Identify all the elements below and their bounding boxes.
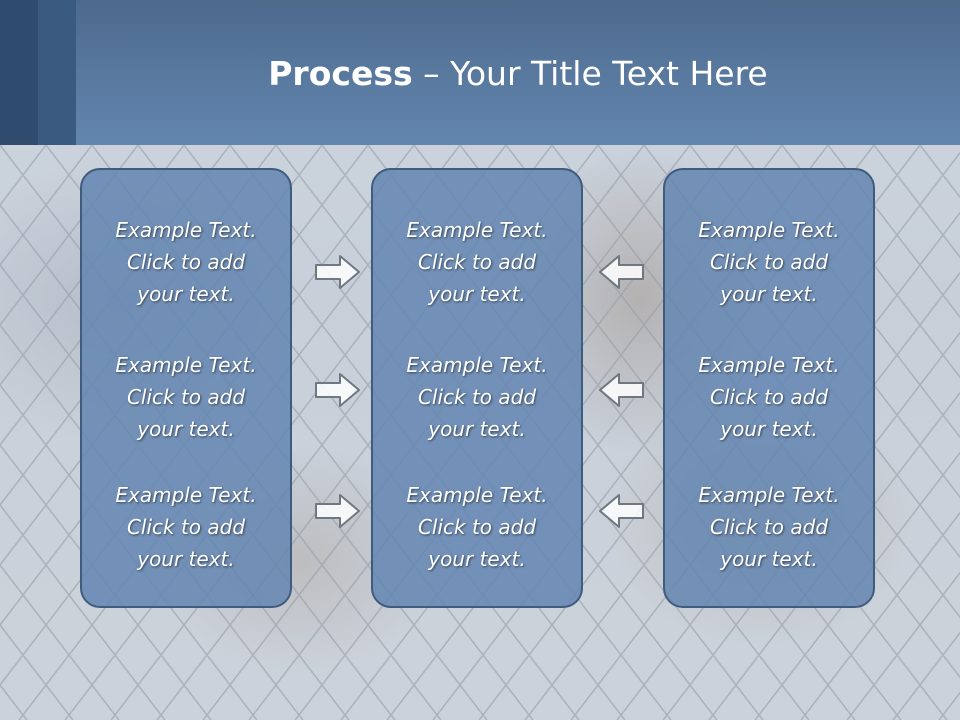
header-accent-bar: [0, 0, 38, 145]
left-arrow-icon[interactable]: [597, 492, 645, 530]
text-block[interactable]: Example Text. Click to add your text.: [698, 483, 840, 571]
left-arrow-icon[interactable]: [597, 371, 645, 409]
text-block[interactable]: Example Text. Click to add your text.: [698, 218, 840, 306]
right-arrow-icon[interactable]: [314, 253, 362, 291]
text-block[interactable]: Example Text. Click to add your text.: [115, 218, 257, 306]
text-block[interactable]: Example Text. Click to add your text.: [698, 353, 840, 441]
process-box-center[interactable]: Example Text. Click to add your text. Ex…: [371, 168, 583, 608]
left-arrow-icon[interactable]: [597, 253, 645, 291]
text-block[interactable]: Example Text. Click to add your text.: [406, 353, 548, 441]
process-box-right[interactable]: Example Text. Click to add your text. Ex…: [663, 168, 875, 608]
right-arrow-icon[interactable]: [314, 371, 362, 409]
title-bar: Process – Your Title Text Here: [0, 0, 960, 145]
title-bold: Process: [268, 54, 413, 93]
text-block[interactable]: Example Text. Click to add your text.: [406, 218, 548, 306]
text-block[interactable]: Example Text. Click to add your text.: [406, 483, 548, 571]
title-rest: – Your Title Text Here: [412, 54, 768, 93]
right-arrow-icon[interactable]: [314, 492, 362, 530]
text-block[interactable]: Example Text. Click to add your text.: [115, 483, 257, 571]
slide-title[interactable]: Process – Your Title Text Here: [76, 52, 960, 96]
header-accent-bar: [38, 0, 76, 145]
text-block[interactable]: Example Text. Click to add your text.: [115, 353, 257, 441]
process-box-left[interactable]: Example Text. Click to add your text. Ex…: [80, 168, 292, 608]
